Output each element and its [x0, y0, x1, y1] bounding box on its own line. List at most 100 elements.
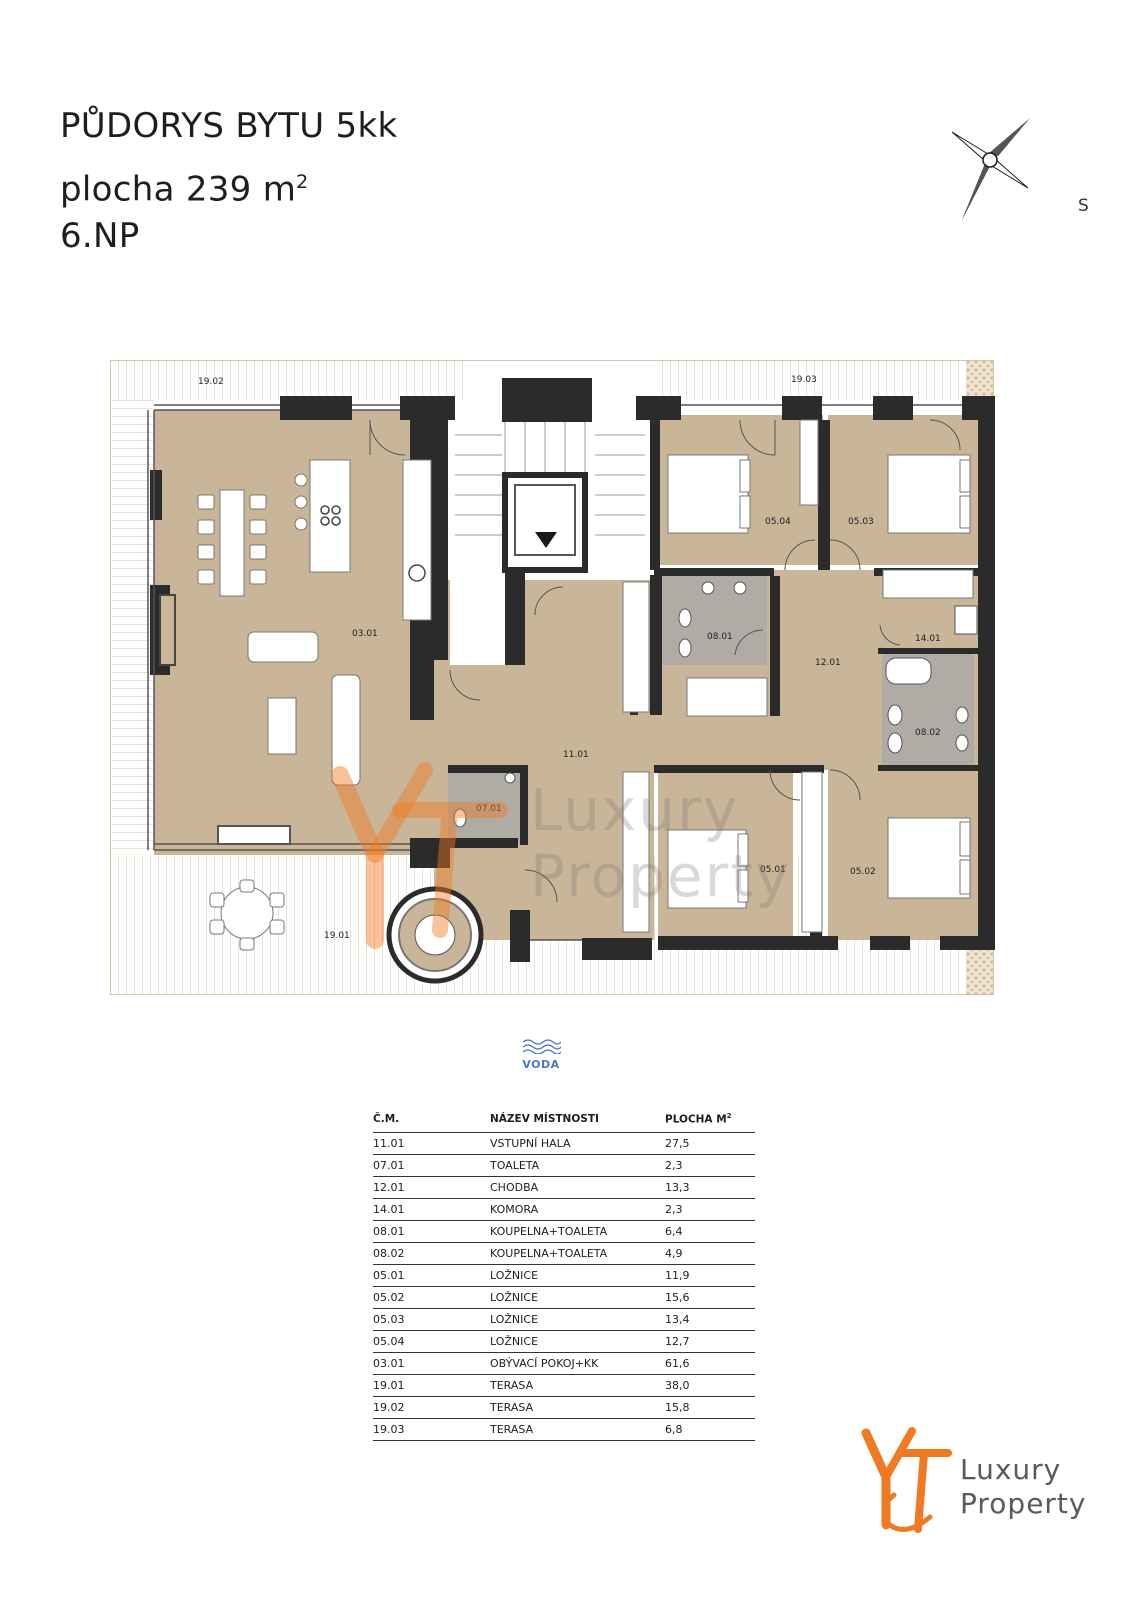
cell-name: OBÝVACÍ POKOJ+KK: [490, 1352, 665, 1375]
beds: [667, 454, 971, 909]
cell-name: LOŽNICE: [490, 1264, 665, 1287]
room-label-05-04: 05.04: [765, 517, 791, 527]
cell-number: 14.01: [373, 1198, 490, 1221]
room-label-07-01: 07.01: [476, 804, 502, 814]
terrace-19-03: [656, 360, 966, 400]
door-swings: [369, 419, 961, 903]
area-title-text: plocha 239 m: [60, 169, 297, 210]
bar-stools: [294, 473, 308, 531]
cell-number: 05.04: [373, 1330, 490, 1353]
cell-area: 2,3: [665, 1154, 755, 1177]
floor-plan: 19.02 19.03 05.04 05.03 03.01 08.01 12.0…: [110, 360, 995, 995]
cell-name: KOUPELNA+TOALETA: [490, 1242, 665, 1265]
cell-area: 27,5: [665, 1132, 755, 1155]
cell-name: TERASA: [490, 1418, 665, 1441]
dining-table: [219, 489, 245, 597]
room-label-08-02: 08.02: [915, 728, 941, 738]
logo-text-property: Property: [960, 1487, 1087, 1520]
cell-area: 11,9: [665, 1264, 755, 1287]
window-lines: [147, 404, 962, 941]
cell-area: 2,3: [665, 1198, 755, 1221]
room-label-19-03: 19.03: [791, 375, 817, 385]
cell-number: 19.01: [373, 1374, 490, 1397]
header-area-text: PLOCHA M: [665, 1113, 727, 1126]
cell-area: 38,0: [665, 1374, 755, 1397]
cooktop-icon: [320, 505, 341, 526]
room-label-05-01: 05.01: [760, 865, 786, 875]
cell-name: CHODBA: [490, 1176, 665, 1199]
cell-name: VSTUPNÍ HALA: [490, 1132, 665, 1155]
sofa: [331, 674, 361, 786]
yt-monogram-icon: [861, 1427, 952, 1533]
room-label-14-01: 14.01: [915, 634, 941, 644]
cell-area: 12,7: [665, 1330, 755, 1353]
cell-name: TOALETA: [490, 1154, 665, 1177]
cell-number: 05.01: [373, 1264, 490, 1287]
outdoor-chairs: [209, 879, 285, 951]
room-label-12-01: 12.01: [815, 658, 841, 668]
compass-label: S: [1078, 196, 1089, 216]
kitchen-island: [309, 459, 351, 573]
terrace-19-02: [110, 360, 465, 400]
header-name: NÁZEV MÍSTNOSTI: [490, 1112, 665, 1133]
kitchen-counter: [402, 459, 432, 621]
cell-number: 08.01: [373, 1220, 490, 1243]
cell-number: 05.03: [373, 1308, 490, 1331]
terrace-19-02-side: [110, 400, 154, 855]
cell-area: 13,4: [665, 1308, 755, 1331]
gravel-strip-bottom: [966, 950, 993, 995]
cell-number: 05.02: [373, 1286, 490, 1309]
cell-area: 6,8: [665, 1418, 755, 1441]
floor-title: 6.NP: [60, 216, 140, 256]
cell-area: 15,6: [665, 1286, 755, 1309]
water-label: VODA: [522, 1058, 560, 1071]
room-label-19-01: 19.01: [324, 931, 350, 941]
area-title-sup: 2: [296, 171, 309, 193]
cell-number: 03.01: [373, 1352, 490, 1375]
water-indicator: VODA: [511, 1038, 571, 1071]
room-label-05-02: 05.02: [850, 867, 876, 877]
cell-name: TERASA: [490, 1396, 665, 1419]
cell-area: 61,6: [665, 1352, 755, 1375]
compass-star-icon: [951, 118, 1030, 220]
cell-name: KOMORA: [490, 1198, 665, 1221]
cell-number: 19.02: [373, 1396, 490, 1419]
cell-name: KOUPELNA+TOALETA: [490, 1220, 665, 1243]
header-area-sup: 2: [726, 1112, 732, 1120]
cell-name: LOŽNICE: [490, 1308, 665, 1331]
cell-number: 08.02: [373, 1242, 490, 1265]
elevator-arrow-icon: [535, 532, 557, 548]
brand-logo: Luxury Property: [860, 1425, 1100, 1545]
cell-area: 6,4: [665, 1220, 755, 1243]
cell-area: 13,3: [665, 1176, 755, 1199]
room-label-11-01: 11.01: [563, 750, 589, 760]
bathroom-08-01-floor: [662, 575, 767, 665]
table-header-row: Č.M. NÁZEV MÍSTNOSTI PLOCHA M2: [373, 1112, 755, 1133]
cell-area: 15,8: [665, 1396, 755, 1419]
sink-icon: [408, 564, 426, 582]
logo-text-luxury: Luxury: [960, 1453, 1062, 1486]
tv-console: [217, 825, 291, 845]
bathroom-fixtures: [453, 581, 978, 828]
cell-number: 07.01: [373, 1154, 490, 1177]
fireplace: [159, 594, 176, 666]
gravel-strip-top: [966, 360, 993, 400]
room-label-08-01: 08.01: [707, 632, 733, 642]
outdoor-dining-table: [220, 886, 274, 940]
header-number: Č.M.: [373, 1112, 490, 1133]
plan-title: PŮDORYS BYTU 5kk: [60, 106, 398, 146]
dining-chairs: [197, 494, 267, 585]
